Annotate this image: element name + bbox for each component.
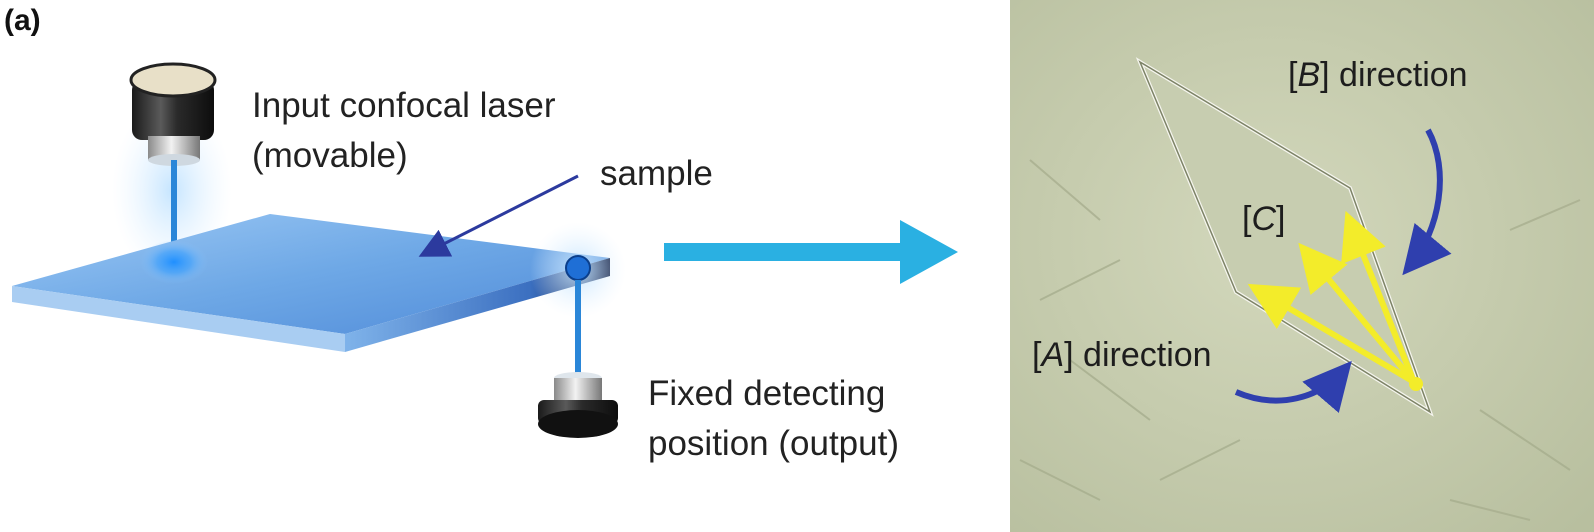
background-crystals <box>1019 159 1581 521</box>
output-point <box>1409 377 1423 391</box>
detector-objective-icon <box>538 372 618 438</box>
b-direction-label: [B] direction <box>1288 56 1468 94</box>
sample-slab <box>12 214 610 352</box>
sample-pointer-arrow <box>418 174 579 257</box>
a-direction-text: direction <box>1083 336 1212 374</box>
b-letter: B <box>1297 56 1321 94</box>
c-direction-label: [C] <box>1242 200 1286 238</box>
a-letter: A <box>1041 336 1065 374</box>
detector-label-line2: position (output) <box>648 424 899 463</box>
crystal-edge <box>1138 60 1432 414</box>
transition-arrow-icon <box>664 220 958 284</box>
laser-label-line2: (movable) <box>252 136 408 175</box>
laser-spot <box>140 240 208 284</box>
c-letter: C <box>1251 200 1277 238</box>
a-direction-label: [A] direction <box>1032 336 1212 374</box>
b-direction-text: direction <box>1339 56 1468 94</box>
laser-label-line1: Input confocal laser <box>252 86 556 125</box>
crystal-micrograph: [B] direction [C] [A] direction <box>1010 0 1594 532</box>
detector-label-line1: Fixed detecting <box>648 374 886 413</box>
schematic-illustration <box>12 62 958 438</box>
a-direction-curved-arrow <box>1234 360 1352 413</box>
panel-label: (a) <box>4 4 41 37</box>
b-direction-curved-arrow <box>1402 128 1452 276</box>
propagation-arrows <box>1247 210 1417 385</box>
sample-label: sample <box>600 154 713 193</box>
output-spot <box>565 255 591 281</box>
